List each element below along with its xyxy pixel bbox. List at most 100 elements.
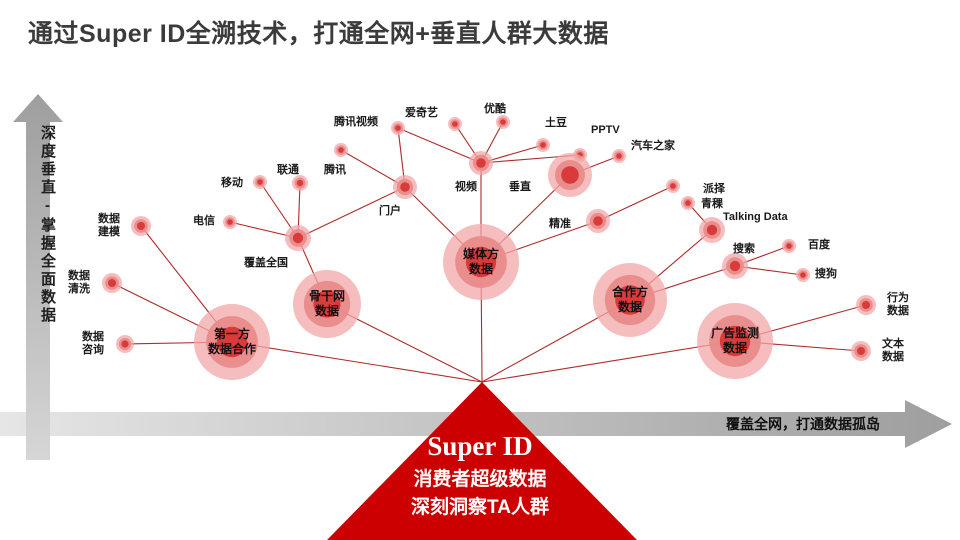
- node-youku[interactable]: [496, 115, 510, 129]
- node-adtrack[interactable]: [697, 303, 773, 379]
- node-ring-2: [313, 290, 341, 318]
- link-line: [297, 186, 406, 239]
- node-ring-2: [615, 285, 645, 315]
- node-autohome[interactable]: [612, 149, 626, 163]
- node-baidu[interactable]: [782, 239, 796, 253]
- label-data-clean: 数据 清洗: [68, 270, 90, 295]
- node-sogou[interactable]: [796, 268, 810, 282]
- node-unicom[interactable]: [292, 175, 308, 191]
- vertical-axis-arrow: [13, 94, 63, 460]
- node-ring-2: [670, 183, 676, 189]
- label-vertical: 垂直: [509, 181, 531, 193]
- node-ring-2: [593, 216, 603, 226]
- node-ring-2: [857, 347, 865, 355]
- node-data-model[interactable]: [131, 216, 151, 236]
- node-ring-2: [452, 121, 458, 127]
- node-ring-2: [121, 340, 129, 348]
- node-ring-2: [257, 179, 263, 185]
- node-ring-2: [500, 119, 506, 125]
- node-ring-2: [338, 147, 344, 153]
- node-ring-2: [108, 279, 116, 287]
- node-ring-2: [227, 219, 233, 225]
- hub-label-first: 第一方 数据合作: [207, 327, 257, 356]
- node-tencent[interactable]: [334, 143, 348, 157]
- node-ring-2: [616, 153, 622, 159]
- hub-label-backbone: 骨干网 数据: [308, 289, 346, 318]
- node-ring-2: [685, 200, 691, 206]
- node-portal[interactable]: [393, 175, 417, 199]
- node-iqiyi[interactable]: [448, 117, 462, 131]
- link-line: [340, 149, 406, 188]
- super-id-triangle: [327, 382, 637, 540]
- node-qingke[interactable]: [681, 196, 695, 210]
- node-behavior-data[interactable]: [856, 295, 876, 315]
- label-data-model: 数据 建模: [98, 213, 120, 238]
- hub-label-adtrack: 广告监测 数据: [710, 326, 760, 355]
- node-data-clean[interactable]: [102, 273, 122, 293]
- node-ring-2: [786, 243, 792, 249]
- node-backbone[interactable]: [293, 270, 361, 338]
- horizontal-axis-label: 覆盖全网，打通数据孤岛: [726, 416, 880, 432]
- node-ring-2: [400, 182, 410, 192]
- node-precise[interactable]: [586, 209, 610, 233]
- link-line: [231, 341, 483, 383]
- node-first[interactable]: [194, 304, 270, 380]
- node-search[interactable]: [722, 253, 748, 279]
- label-data-consult: 数据 咨询: [82, 331, 104, 356]
- label-youku: 优酷: [484, 103, 506, 115]
- label-precise: 精准: [549, 218, 571, 230]
- label-qingke: 青稞: [701, 198, 723, 210]
- label-telecom: 电信: [193, 215, 215, 227]
- label-iqiyi: 爱奇艺: [405, 107, 438, 119]
- label-tencent: 腾讯: [324, 164, 346, 176]
- label-autohome: 汽车之家: [631, 140, 675, 152]
- label-tencent-video: 腾讯视频: [334, 116, 378, 128]
- node-text-data[interactable]: [851, 341, 871, 361]
- node-tudou[interactable]: [536, 138, 550, 152]
- label-tudou: 土豆: [545, 117, 567, 129]
- label-portal: 门户: [379, 205, 401, 217]
- node-video[interactable]: [469, 151, 493, 175]
- node-ring-2: [216, 326, 248, 358]
- node-ring-2: [465, 246, 497, 278]
- node-telecom[interactable]: [223, 215, 237, 229]
- label-unicom: 联通: [277, 164, 299, 176]
- node-tencent-video[interactable]: [391, 121, 405, 135]
- triangle-line-1: 消费者超级数据: [413, 469, 547, 490]
- node-partner[interactable]: [593, 263, 667, 337]
- node-ring-2: [800, 272, 806, 278]
- label-behavior-data: 行为 数据: [887, 292, 909, 317]
- triangle-line-2: 深刻洞察TA人群: [411, 497, 549, 518]
- node-ring-2: [729, 260, 741, 272]
- triangle-heading: Super ID: [427, 431, 533, 461]
- page-title: 通过Super ID全溯技术，打通全网+垂直人群大数据: [28, 20, 609, 48]
- label-pptv: PPTV: [591, 124, 620, 136]
- node-ring-2: [862, 301, 870, 309]
- node-paize[interactable]: [666, 179, 680, 193]
- node-ring-2: [719, 325, 751, 357]
- label-tdata: Talking Data: [723, 211, 788, 223]
- link-line: [597, 185, 674, 222]
- label-sogou: 搜狗: [815, 268, 837, 280]
- vertical-axis-label: 深度垂直-掌握全面数据: [39, 125, 56, 325]
- node-ring-2: [292, 232, 304, 244]
- label-search: 搜索: [733, 243, 755, 255]
- link-line: [481, 340, 736, 383]
- node-vertical[interactable]: [548, 153, 592, 197]
- node-data-consult[interactable]: [116, 335, 134, 353]
- link-line: [397, 127, 482, 164]
- label-nation: 覆盖全国: [244, 257, 288, 269]
- node-ring-2: [706, 224, 718, 236]
- label-mobile: 移动: [221, 177, 243, 189]
- node-tdata[interactable]: [699, 217, 725, 243]
- node-circles: [102, 115, 876, 380]
- node-media[interactable]: [443, 224, 519, 300]
- hub-label-media: 媒体方 数据: [462, 247, 500, 276]
- label-paize: 派择: [703, 183, 725, 195]
- node-mobile[interactable]: [253, 175, 267, 189]
- node-ring-2: [561, 166, 579, 184]
- node-ring-2: [137, 222, 145, 230]
- node-nation[interactable]: [285, 225, 311, 251]
